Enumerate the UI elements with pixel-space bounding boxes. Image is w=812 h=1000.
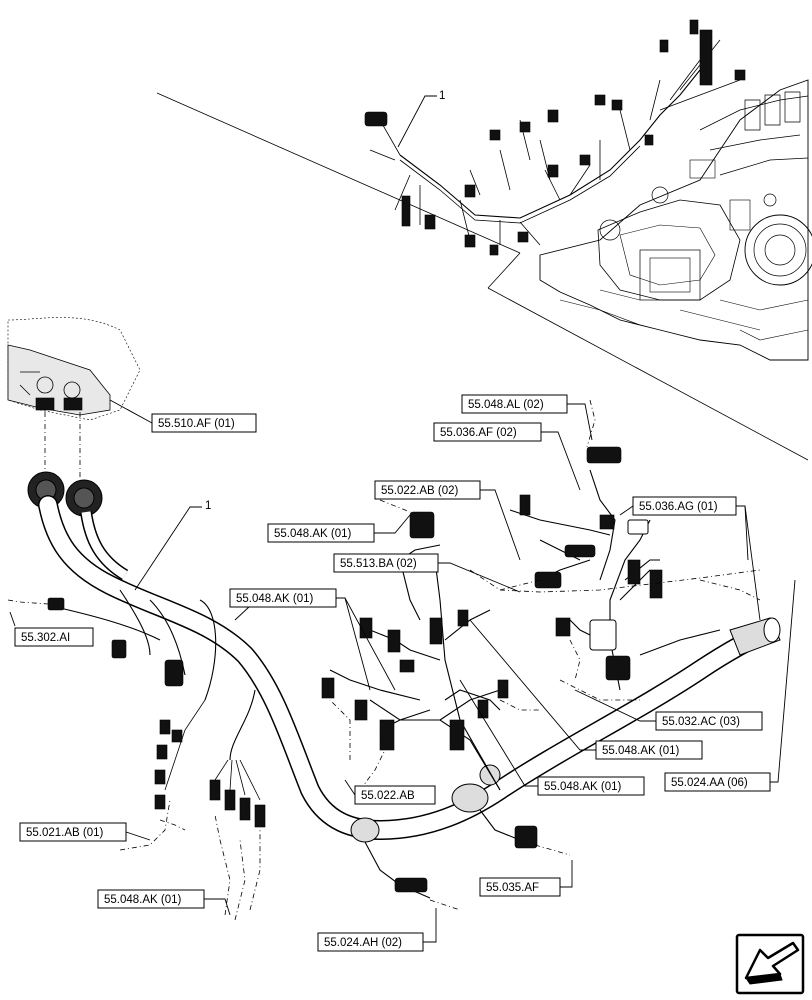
ref-label-55-048-ak-01-right: 55.048.AK (01) [602, 745, 680, 757]
ref-label-55-024-ah-02: 55.024.AH (02) [324, 937, 402, 949]
round-connectors [27, 471, 103, 517]
tractor-engine-illustration [539, 79, 812, 361]
ref-label-55-036-af-02: 55.036.AF (02) [440, 427, 517, 439]
ref-label-55-024-aa-06: 55.024.AA (06) [671, 777, 748, 789]
ref-label-55-510-af-01: 55.510.AF (01) [158, 418, 235, 430]
ref-label-55-048-ak-01-bottom: 55.048.AK (01) [104, 894, 182, 906]
ref-label-55-036-ag-01: 55.036.AG (01) [639, 501, 718, 513]
ref-label-55-022-ab-02: 55.022.AB (02) [381, 485, 459, 497]
ref-label-55-302-ai: 55.302.AI [21, 632, 70, 644]
inset-item-callout: 1 [439, 90, 445, 102]
ref-label-55-048-ak-01-mid: 55.048.AK (01) [236, 593, 314, 605]
main-harness: 1 [7, 399, 781, 921]
ref-label-55-022-ab: 55.022.AB [361, 790, 415, 802]
previous-page-arrow-icon[interactable] [735, 933, 805, 995]
ref-label-55-513-ba-02: 55.513.BA (02) [340, 558, 417, 570]
main-item-callout: 1 [205, 500, 211, 512]
top-left-component [7, 317, 141, 480]
ref-label-55-048-ak-01-upper: 55.048.AK (01) [274, 528, 352, 540]
ref-label-55-032-ac-03: 55.032.AC (03) [662, 716, 740, 728]
inset-view: 1 [156, 19, 812, 461]
ref-label-55-048-al-02: 55.048.AL (02) [468, 399, 544, 411]
ref-label-55-035-af: 55.035.AF [486, 882, 539, 894]
inset-harness [364, 19, 746, 256]
ref-label-55-021-ab-01: 55.021.AB (01) [26, 827, 104, 839]
ref-label-55-048-ak-01-center: 55.048.AK (01) [544, 781, 622, 793]
reference-labels: 55.510.AF (01) 55.048.AL (02) 55.036.AF … [9, 394, 796, 952]
